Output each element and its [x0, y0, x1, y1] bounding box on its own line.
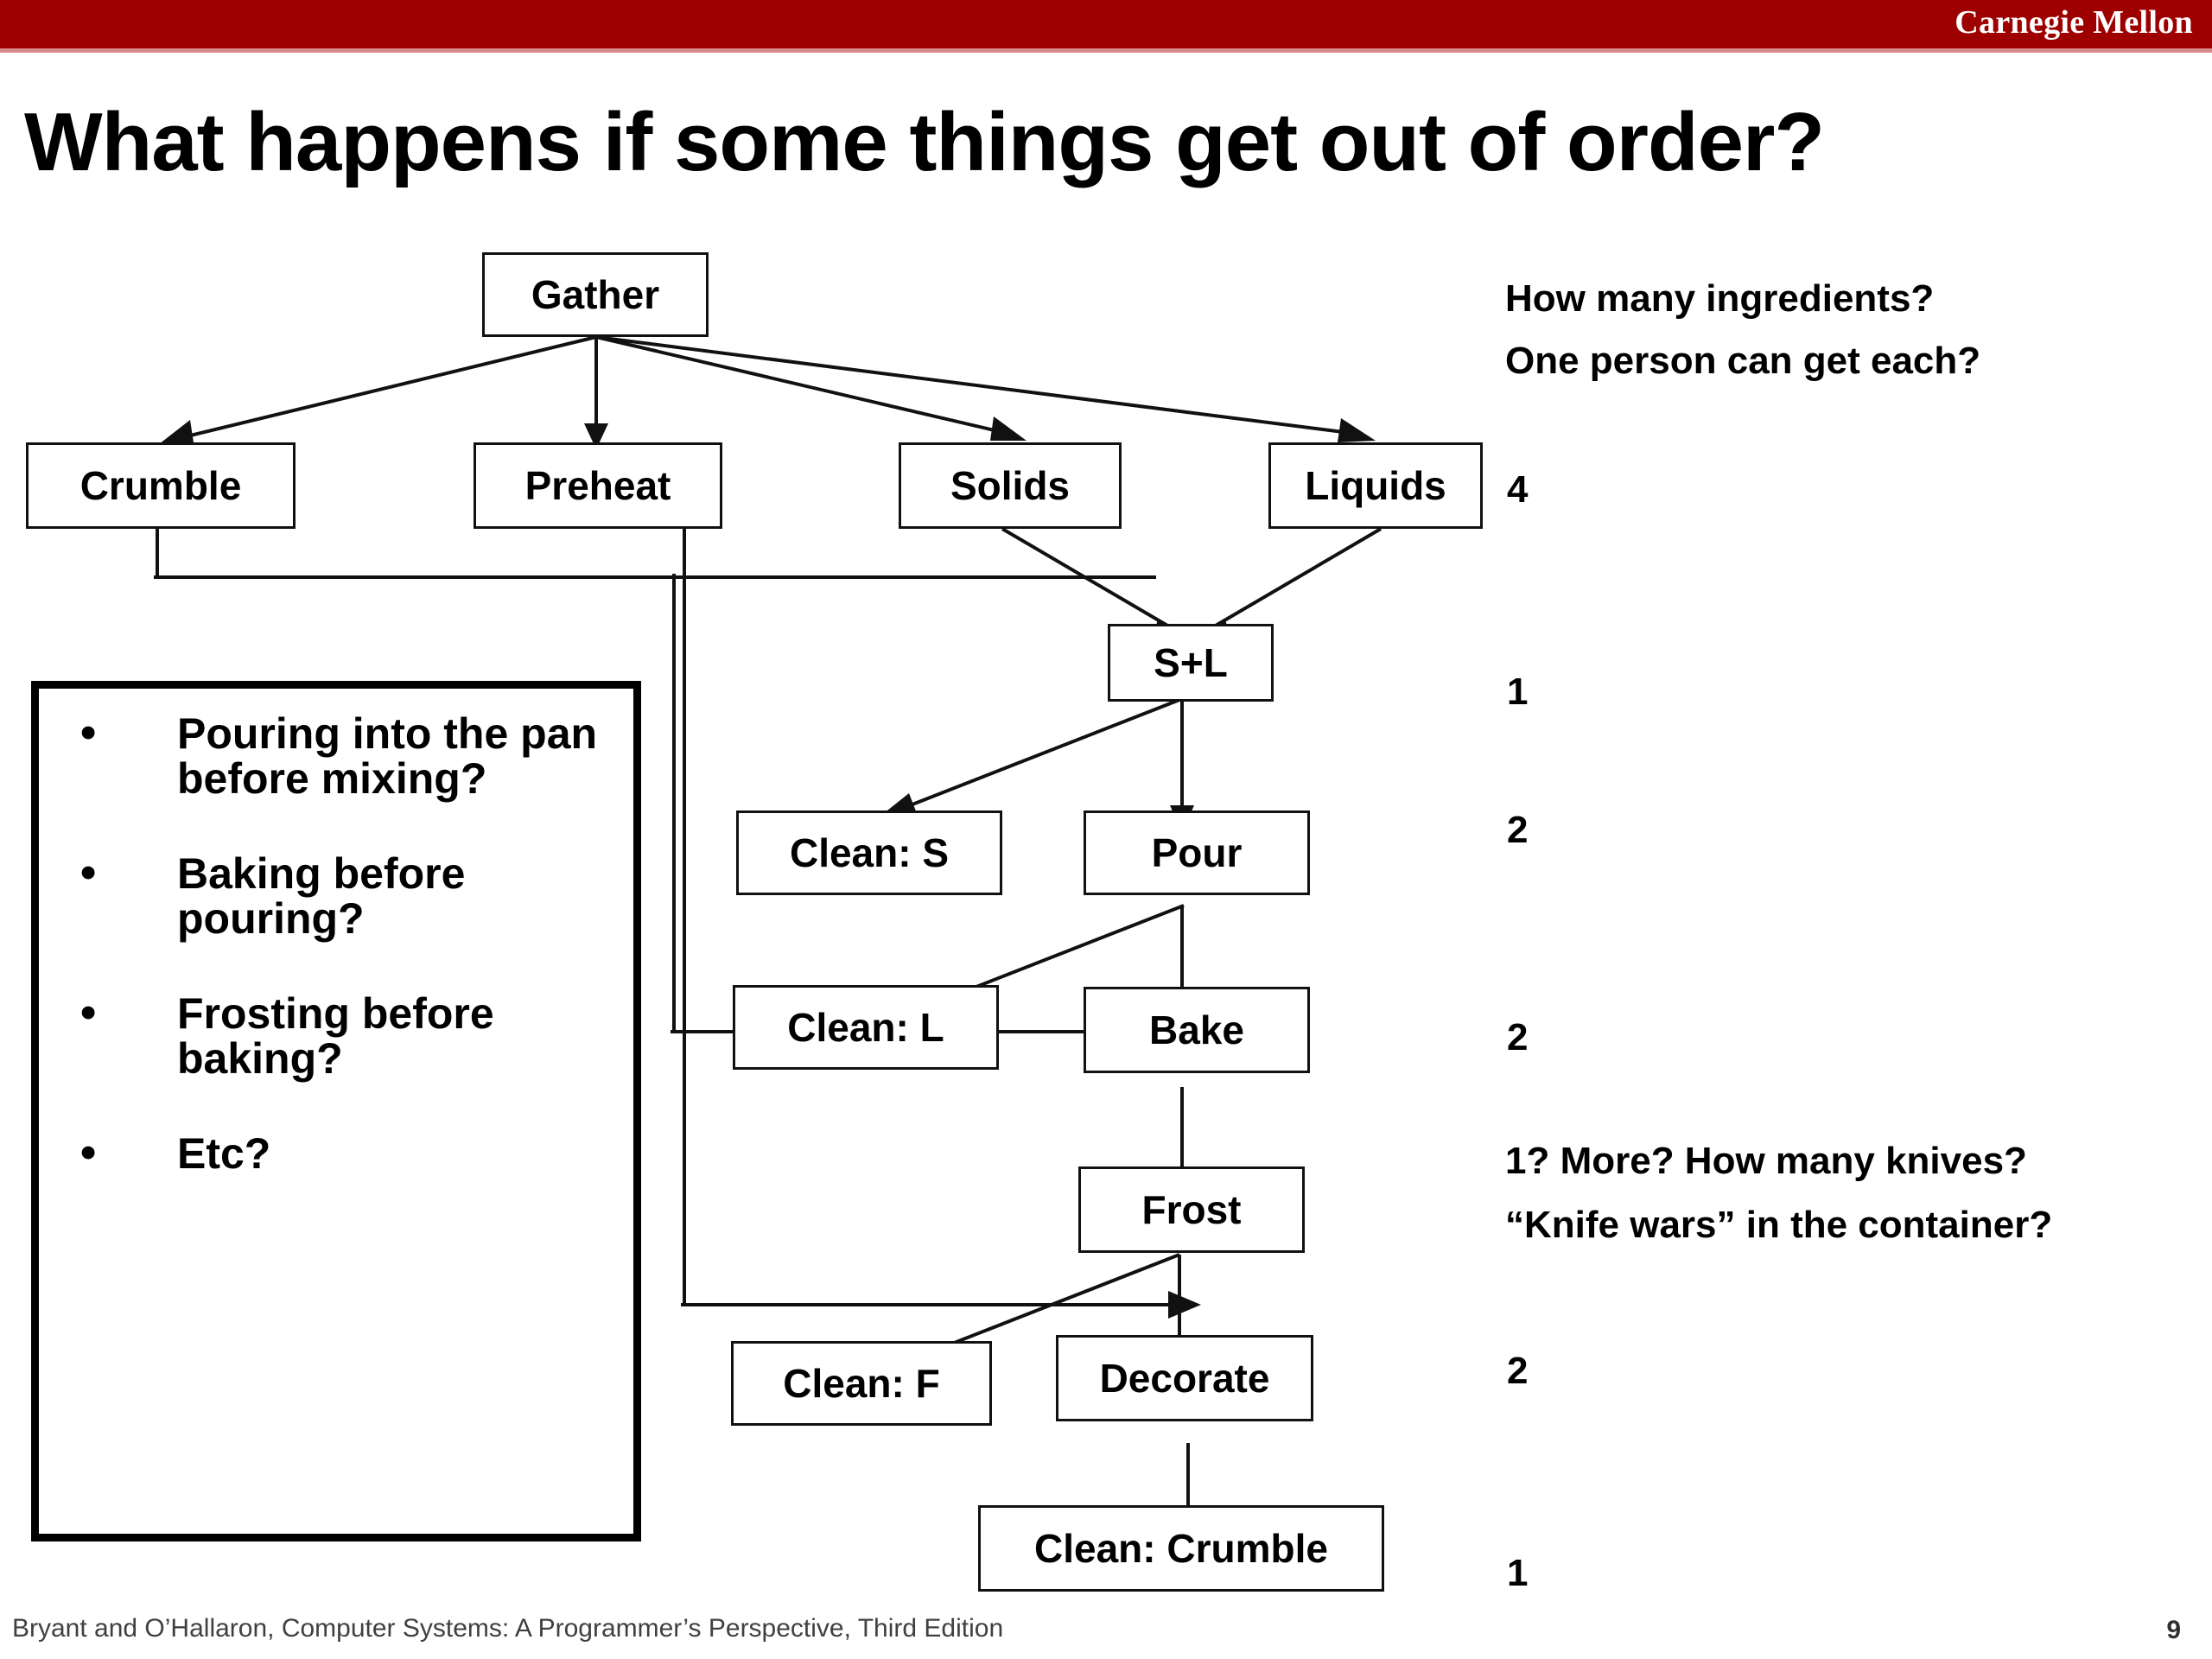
node-label: Clean: Crumble [1034, 1526, 1328, 1571]
annotation-ingredients-line2: One person can get each? [1505, 340, 1981, 382]
edge-gather-to-solids [595, 335, 1027, 441]
carnegie-mellon-logo: Carnegie Mellon [1955, 4, 2193, 41]
edge-crumble-down-to-bake [672, 574, 676, 1033]
node-label: Decorate [1099, 1356, 1270, 1401]
node-preheat[interactable]: Preheat [474, 442, 722, 529]
node-label: Clean: L [787, 1005, 944, 1050]
edge-gather-to-liquids [595, 335, 1376, 442]
edge-gather-to-crumble [159, 335, 597, 444]
list-item: Pouring into the pan before mixing? [39, 709, 633, 801]
footer-page-number: 9 [2166, 1616, 2181, 1644]
node-label: Frost [1141, 1187, 1242, 1232]
list-item: Frosting before baking? [39, 989, 633, 1081]
node-label: Gather [531, 272, 660, 317]
node-s-plus-l[interactable]: S+L [1108, 624, 1274, 702]
count-mix: 1 [1507, 671, 1529, 713]
list-item: Etc? [39, 1129, 633, 1176]
header-underline [0, 48, 2212, 53]
node-bake[interactable]: Bake [1084, 987, 1310, 1073]
node-label: Preheat [524, 463, 671, 508]
node-gather[interactable]: Gather [482, 252, 709, 337]
out-of-order-callout: Pouring into the pan before mixing? Baki… [31, 681, 641, 1541]
node-liquids[interactable]: Liquids [1268, 442, 1483, 529]
annotation-knives-line1: 1? More? How many knives? [1505, 1140, 2027, 1182]
footer-citation: Bryant and O’Hallaron, Computer Systems:… [12, 1614, 1004, 1643]
count-pour: 2 [1507, 809, 1529, 851]
annotation-ingredients-line1: How many ingredients? [1505, 277, 1935, 320]
annotation-knives-line2: “Knife wars” in the container? [1505, 1204, 2053, 1246]
count-clean-crumble: 1 [1507, 1552, 1529, 1594]
edge-preheat-down [683, 529, 686, 1306]
header-band [0, 0, 2212, 48]
node-label: Pour [1151, 830, 1243, 875]
callout-bullet-list: Pouring into the pan before mixing? Baki… [39, 689, 633, 1176]
page-title: What happens if some things get out of o… [24, 96, 1825, 188]
node-label: S+L [1154, 640, 1228, 685]
node-label: Crumble [79, 463, 242, 508]
node-clean-l[interactable]: Clean: L [733, 985, 999, 1070]
node-clean-f[interactable]: Clean: F [731, 1341, 992, 1426]
node-label: Liquids [1305, 463, 1446, 508]
count-decorate: 2 [1507, 1350, 1529, 1392]
count-bake: 2 [1507, 1016, 1529, 1058]
node-pour[interactable]: Pour [1084, 810, 1310, 895]
edge-gather-to-preheat [584, 334, 608, 449]
edge-preheat-arrow-into-decorate [681, 1291, 1201, 1319]
node-label: Bake [1149, 1007, 1244, 1052]
edge-crumble-to-bake-row [154, 575, 1156, 579]
node-clean-crumble[interactable]: Clean: Crumble [978, 1505, 1384, 1592]
node-solids[interactable]: Solids [899, 442, 1122, 529]
node-label: Clean: F [783, 1361, 940, 1406]
node-decorate[interactable]: Decorate [1056, 1335, 1313, 1421]
node-label: Clean: S [789, 830, 950, 875]
count-ingredients: 4 [1507, 468, 1529, 511]
edge-crumble-stub-vertical [156, 529, 159, 577]
node-crumble[interactable]: Crumble [26, 442, 296, 529]
list-item: Baking before pouring? [39, 849, 633, 941]
node-label: Solids [950, 463, 1071, 508]
node-clean-s[interactable]: Clean: S [736, 810, 1002, 895]
node-frost[interactable]: Frost [1078, 1166, 1305, 1253]
